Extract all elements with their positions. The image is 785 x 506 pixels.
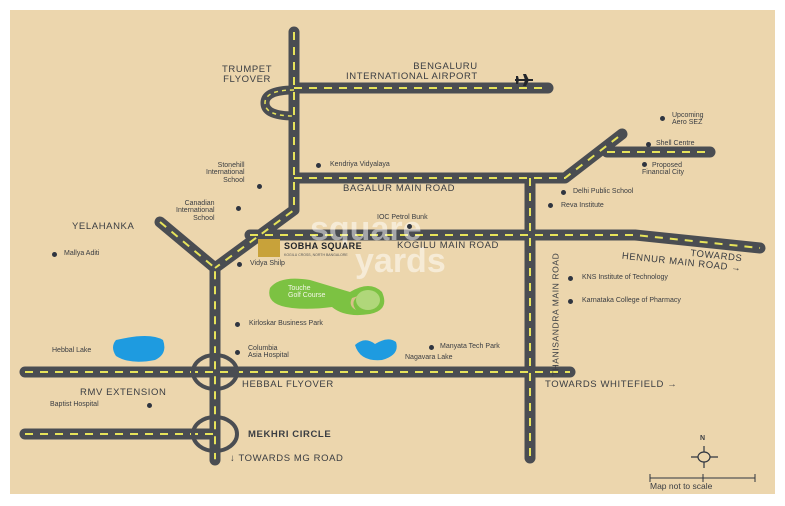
landmark-canadian-school: Canadian International School (176, 200, 215, 222)
landmark-baptist-hospital: Baptist Hospital (50, 401, 99, 408)
scale-note: Map not to scale (650, 481, 713, 491)
landmark-karnataka-pharmacy: Karnataka College of Pharmacy (582, 297, 681, 304)
rmv-extension-label: RMV EXTENSION (80, 387, 167, 398)
label-line: School (223, 176, 245, 184)
landmark-manyata: Manyata Tech Park (440, 343, 500, 350)
landmark-dot (147, 403, 152, 408)
compass-north-label: N (700, 435, 706, 442)
label-line: Proposed (652, 162, 682, 169)
trumpet-flyover-label: TRUMPET FLYOVER (222, 65, 272, 85)
label-line: Stonehill (217, 162, 245, 169)
location-map: square yards SOBHA SQUARE KOGILU CROSS, … (10, 10, 775, 494)
road-network (19, 26, 766, 482)
airplane-icon (515, 74, 533, 86)
kogilu-road-label: KOGILU MAIN ROAD (397, 240, 499, 251)
landmark-reva-institute: Reva Institute (561, 202, 604, 209)
landmark-mallya-aditi: Mallya Aditi (64, 250, 100, 257)
landmark-shell-centre: Shell Centre (656, 140, 695, 147)
sobha-logo (258, 239, 280, 257)
landmark-delhi-public-school: Delhi Public School (573, 188, 634, 195)
landmark-dot (642, 162, 647, 167)
label-line: Canadian (184, 200, 215, 207)
scale-bar (649, 474, 756, 482)
label-line: Upcoming (672, 112, 704, 119)
landmark-vidya-shilp: Vidya Shilp (250, 260, 285, 267)
label-line: Financial City (642, 169, 685, 177)
landmark-kirloskar: Kirloskar Business Park (249, 320, 323, 327)
landmark-dot (237, 262, 242, 267)
landmark-dot (429, 345, 434, 350)
label-line: INTERNATIONAL AIRPORT (346, 70, 478, 82)
landmark-dot (548, 203, 553, 208)
landmark-dot (235, 350, 240, 355)
landmark-columbia-asia: Columbia Asia Hospital (248, 345, 289, 360)
label-line: International (176, 207, 215, 215)
yelahanka-label: YELAHANKA (72, 221, 135, 232)
arrow-right-icon: → (667, 379, 678, 390)
watermark-square: square (310, 210, 422, 248)
watermark-yards: yards (355, 242, 446, 280)
landmark-dot (257, 184, 262, 189)
project-subtitle: KOGILU CROSS, NORTH BANGALORE (284, 253, 348, 257)
landmark-nagavara-lake: Nagavara Lake (405, 354, 453, 361)
landmark-golf-course: Touche Golf Course (288, 285, 325, 300)
label-line: Asia Hospital (248, 352, 289, 360)
landmark-dot (407, 224, 412, 229)
landmark-dot (561, 190, 566, 195)
label-line: FLYOVER (223, 73, 271, 85)
airport-label: BENGALURU INTERNATIONAL AIRPORT (346, 62, 478, 82)
label-text: TOWARDS MG ROAD (238, 453, 344, 464)
mekhri-circle-label: MEKHRI CIRCLE (248, 429, 332, 440)
landmark-kendriya-vidyalaya: Kendriya Vidyalaya (330, 161, 390, 168)
golf-course-shape (269, 278, 385, 316)
whitefield-label: TOWARDS WHITEFIELD → (545, 380, 677, 390)
landmark-dot (646, 142, 651, 147)
arrow-down-icon: ↓ (230, 453, 236, 464)
compass-rose (691, 446, 718, 468)
project-name: SOBHA SQUARE (284, 241, 362, 251)
label-line: Golf Course (288, 292, 326, 300)
nagavara-lake-shape (355, 339, 397, 361)
landmark-stonehill: Stonehill International School (206, 162, 245, 184)
landmark-dot (235, 322, 240, 327)
landmark-dot (236, 206, 241, 211)
label-line: School (193, 214, 215, 222)
landmark-aero-sez: Upcoming Aero SEZ (672, 112, 704, 127)
landmark-kns-institute: KNS Institute of Technology (582, 274, 668, 281)
arrow-right-icon: → (730, 262, 742, 275)
hebbal-flyover-label: HEBBAL FLYOVER (242, 379, 334, 390)
landmark-dot (568, 276, 573, 281)
landmark-ioc-petrol-bunk: IOC Petrol Bunk (377, 214, 428, 221)
landmark-dot (660, 116, 665, 121)
label-line: BENGALURU (413, 61, 478, 72)
label-text: TOWARDS WHITEFIELD (545, 379, 664, 390)
mg-road-label: ↓ TOWARDS MG ROAD (230, 454, 344, 464)
bagalur-road-label: BAGALUR MAIN ROAD (343, 183, 456, 194)
landmark-dot (568, 299, 573, 304)
label-line: Touche (288, 285, 311, 292)
landmark-dot (316, 163, 321, 168)
thanisandra-road-label: THANISANDRA MAIN ROAD (550, 252, 561, 377)
landmark-financial-city: Proposed Financial City (642, 162, 684, 177)
label-line: International (206, 169, 245, 177)
label-line: Aero SEZ (672, 119, 703, 127)
landmark-hebbal-lake: Hebbal Lake (52, 347, 92, 354)
label-line: TRUMPET (222, 64, 273, 75)
landmark-dot (52, 252, 57, 257)
hebbal-lake-shape (113, 336, 165, 362)
label-line: Columbia (248, 345, 278, 352)
